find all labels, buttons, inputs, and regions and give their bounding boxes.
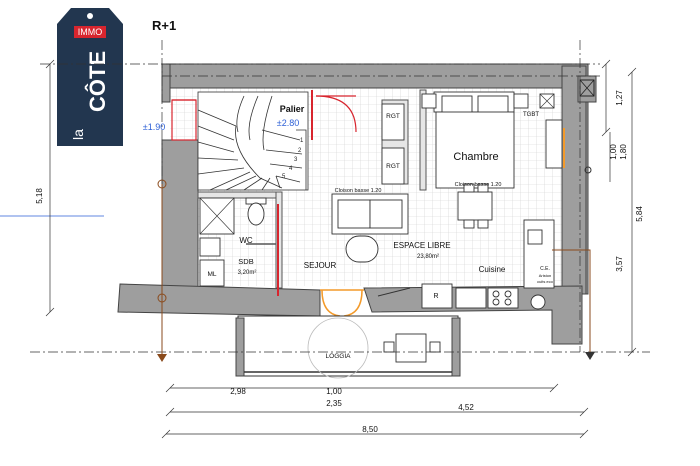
label-wc: WC	[239, 236, 253, 245]
dim-right-top: 1,27	[615, 90, 624, 106]
label-sdb-area: 3,20m²	[238, 270, 257, 276]
dim-right-mid-a: 1,00	[609, 144, 618, 160]
label-tgbt: TGBT	[523, 112, 539, 118]
label-stair-level: ±1.90	[143, 122, 165, 132]
label-rgt-1: RGT	[386, 113, 400, 120]
section-markers	[157, 166, 595, 362]
label-ce-2: Ariston	[539, 273, 551, 278]
step-number-1: 1	[300, 138, 304, 144]
brand-logo: IMMO CÔTE la	[57, 8, 123, 146]
label-cloison-sejour: Cloison basse 1.20	[335, 188, 382, 194]
vent-cross	[579, 79, 595, 97]
dining-table	[457, 191, 493, 221]
label-ml: ML	[207, 271, 216, 278]
dim-left-height: 5,18	[35, 188, 44, 204]
sheet-title: R+1	[152, 18, 177, 33]
label-espace-libre-area: 23,80m²	[417, 254, 439, 260]
floor-tiles	[170, 88, 562, 286]
loggia	[235, 315, 461, 379]
step-number-5: 5	[282, 174, 286, 180]
dim-right-total: 5,84	[635, 206, 644, 222]
dim-right-mid-b: 1,80	[619, 144, 628, 160]
storage-rgt-1	[381, 103, 405, 141]
stair-step-numbers: 1 2 3 4 5	[282, 138, 304, 180]
label-chambre: Chambre	[453, 151, 498, 163]
label-r: R	[433, 293, 438, 300]
exterior-walls	[117, 63, 597, 345]
label-ce-1: C.E.	[540, 266, 550, 272]
dimension-labels: 5,18 1,27 1,00 1,80 5,84 3,57 2,98 1,00 …	[35, 90, 644, 434]
logo-prefix-text: la	[70, 129, 86, 140]
vent-box	[579, 79, 595, 97]
staircase	[197, 91, 309, 191]
step-number-2: 2	[298, 148, 302, 154]
balcony-doors	[320, 289, 364, 317]
axis-lines	[30, 40, 650, 353]
cooktop	[487, 287, 519, 309]
kitchen-counter	[523, 219, 555, 289]
label-cuisine: Cuisine	[479, 265, 506, 274]
washing-machine	[199, 259, 225, 287]
logo-immo-badge	[74, 26, 106, 38]
dim-bottom-seg-4: 4,52	[458, 403, 474, 412]
water-heater	[530, 294, 546, 310]
fridge	[421, 283, 453, 309]
interior-partitions	[197, 89, 427, 289]
dim-right-bottom: 3,57	[615, 256, 624, 272]
label-espace-libre: ESPACE LIBRE	[393, 241, 450, 250]
label-palier: Palier	[280, 104, 305, 114]
step-number-4: 4	[289, 166, 293, 172]
label-sdb: SDB	[238, 257, 253, 266]
step-number-3: 3	[294, 157, 298, 163]
doors	[171, 90, 565, 296]
sofa	[331, 193, 409, 235]
dim-bottom-total: 8,50	[362, 425, 378, 434]
bed	[435, 111, 515, 189]
label-sejour: SEJOUR	[304, 261, 337, 270]
label-rgt-2: RGT	[386, 163, 400, 170]
dim-bottom-seg-1: 2,98	[230, 387, 246, 396]
label-ce-3: cuits eco	[537, 279, 554, 284]
logo-immo-text: IMMO	[78, 27, 103, 37]
storage-rgt-2	[381, 147, 405, 185]
living-furniture	[331, 91, 563, 310]
bathroom-fixtures	[199, 197, 267, 287]
dim-bottom-seg-2: 1,00	[326, 387, 342, 396]
logo-main-text: CÔTE	[85, 51, 110, 112]
dimension-lines	[45, 59, 637, 439]
coffee-table	[345, 235, 379, 263]
label-cloison-chambre: Cloison basse 1.20	[455, 182, 502, 188]
room-labels: Palier ±2.80 ±1.90 Chambre Cloison basse…	[143, 104, 554, 360]
label-loggia: LOGGIA	[326, 353, 352, 360]
dim-bottom-seg-3: 2,35	[326, 399, 342, 408]
label-landing-level: ±2.80	[277, 118, 299, 128]
